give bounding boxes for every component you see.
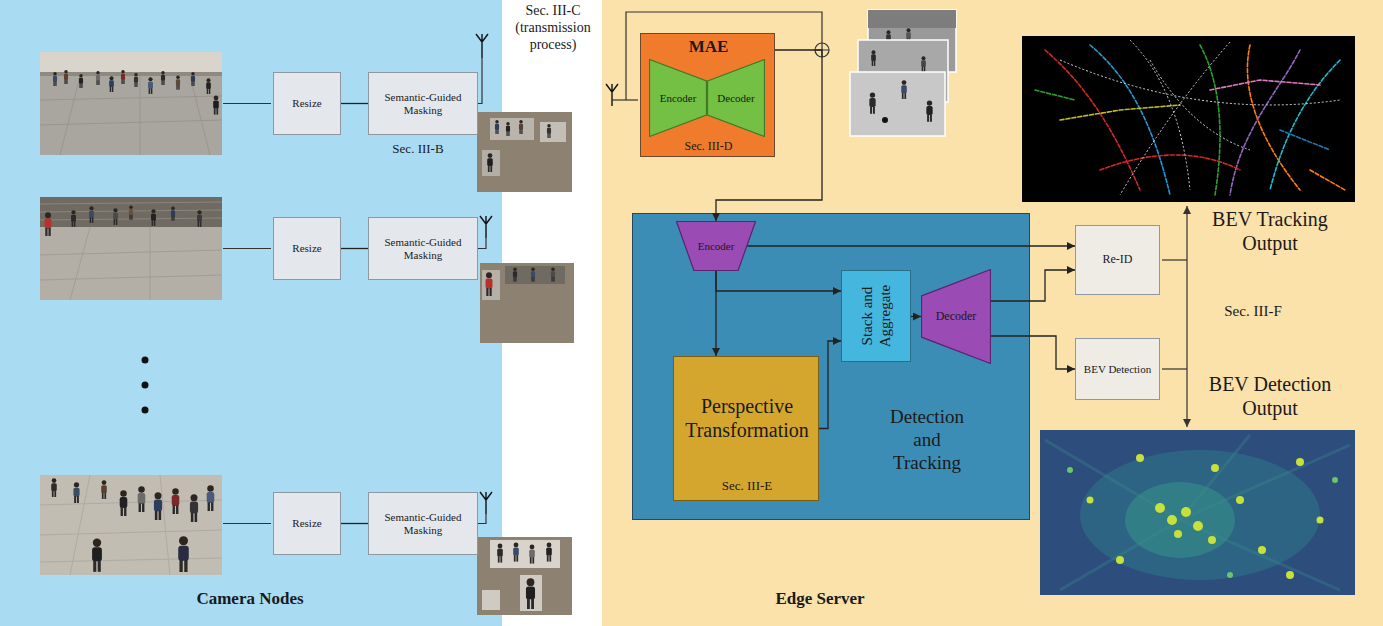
camera-frame — [40, 197, 222, 300]
wire — [223, 58, 486, 524]
process-box: Re-ID — [1075, 225, 1160, 295]
connector — [911, 316, 921, 317]
connector — [747, 245, 1075, 246]
bev-tracking-map — [1022, 36, 1355, 202]
module-box: Detection and Tracking EncoderPerspective… — [632, 213, 1030, 520]
process-box: Resize — [273, 492, 341, 555]
node-label: Semantic-Guided Masking — [369, 511, 477, 536]
wire — [612, 12, 829, 100]
block-shape — [650, 60, 707, 137]
node-label: Resize — [292, 97, 321, 110]
image-stack — [850, 10, 956, 136]
wire — [1162, 206, 1187, 427]
block-shape — [708, 60, 765, 137]
node-label: Camera Nodes — [130, 589, 370, 609]
encoder-block: Encoder — [649, 59, 707, 137]
node-label: Decoder — [936, 310, 977, 324]
section-ref: Sec. III-C (transmission process) — [505, 3, 601, 53]
ellipsis-dots — [142, 357, 149, 414]
block-shape — [677, 222, 756, 271]
process-box: Resize — [273, 72, 341, 135]
masked-frame — [477, 537, 572, 615]
connector — [991, 336, 1075, 369]
connector — [819, 341, 841, 429]
node-label: Perspective Transformation — [674, 394, 820, 442]
output-label: BEV Detection Output — [1195, 372, 1345, 420]
camera-frame — [40, 475, 222, 575]
decoder-block: Decoder — [707, 59, 765, 137]
camera-frame — [40, 52, 222, 155]
output-label: BEV Tracking Output — [1195, 207, 1345, 255]
bev-detection-heatmap — [1040, 430, 1355, 595]
node-label: Detection and Tracking — [881, 406, 973, 474]
process-box: Semantic-Guided Masking — [368, 217, 478, 280]
connector — [991, 270, 1075, 301]
node-subtitle: Sec. III-E — [674, 478, 820, 494]
connector — [341, 248, 368, 249]
process-box: Semantic-Guided Masking — [368, 492, 478, 555]
module-box: MAE Sec. III-D Encoder Decoder — [640, 33, 775, 157]
section-ref: Sec. III-F — [1198, 302, 1308, 320]
process-box: Perspective TransformationSec. III-E — [673, 356, 819, 501]
node-subtitle: Sec. III-D — [641, 139, 776, 153]
node-label: Resize — [292, 242, 321, 255]
node-label: Semantic-Guided Masking — [369, 236, 477, 261]
node-label: Decoder — [717, 92, 754, 105]
encoder-block: Encoder — [676, 221, 756, 271]
process-box: BEV Detection — [1075, 338, 1160, 400]
process-box: Resize — [273, 217, 341, 280]
block-shape — [922, 270, 991, 364]
node-label: Semantic-Guided Masking — [369, 91, 477, 116]
connector — [341, 523, 368, 524]
antenna-symbol — [476, 34, 618, 514]
decoder-block: Decoder — [921, 269, 991, 364]
node-label: Stack and Aggregate — [858, 275, 894, 357]
node-label: MAE — [641, 37, 776, 57]
masked-frame — [480, 263, 574, 343]
node-label: Re-ID — [1103, 253, 1133, 267]
section-ref: Sec. III-B — [368, 141, 468, 157]
process-box: Stack and Aggregate — [841, 270, 911, 362]
connector — [716, 271, 841, 291]
node-label: BEV Detection — [1084, 363, 1151, 376]
node-label: Edge Server — [700, 589, 940, 609]
process-box: Semantic-Guided Masking — [368, 72, 478, 135]
connector — [716, 50, 822, 221]
masked-frame — [477, 112, 572, 192]
node-label: Resize — [292, 517, 321, 530]
node-label: Encoder — [698, 240, 735, 253]
connector — [341, 103, 368, 104]
node-label: Encoder — [660, 92, 697, 105]
